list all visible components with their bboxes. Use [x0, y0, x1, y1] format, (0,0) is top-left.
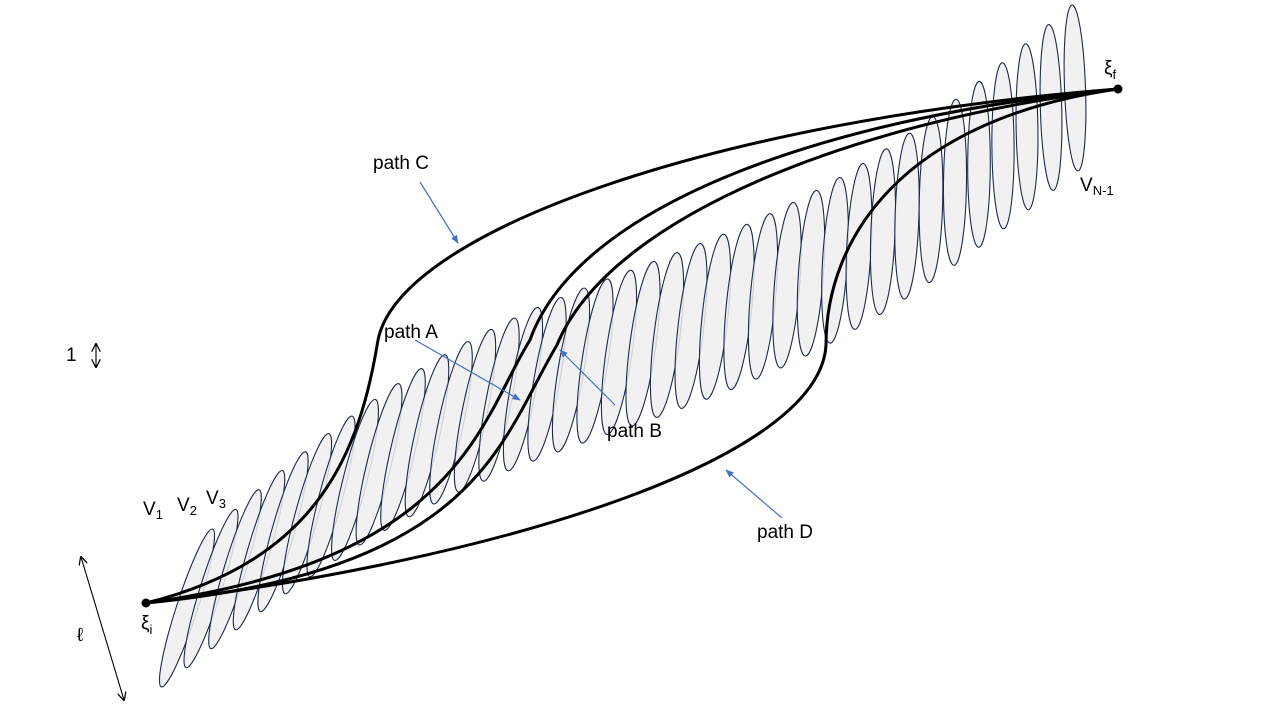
- volume-ellipse: [918, 116, 944, 284]
- start-point: [141, 598, 151, 608]
- v1-label: V1: [143, 499, 163, 522]
- volume-ellipse: [1015, 43, 1039, 211]
- path-b-label: path B: [607, 421, 662, 442]
- path-a-curve: [144, 87, 1120, 605]
- ell-label: ℓ: [77, 625, 83, 646]
- volume-ellipse: [942, 98, 968, 266]
- volume-ellipse: [991, 62, 1015, 230]
- xi-i-label: ξi: [141, 613, 153, 637]
- path-d-label: path D: [757, 522, 813, 543]
- v2-label: V2: [177, 495, 197, 518]
- path-c-label: path C: [373, 153, 429, 174]
- v3-label: V3: [206, 488, 226, 511]
- volume-ellipse: [1039, 23, 1063, 192]
- path-a-label: path A: [384, 322, 438, 343]
- xi-f-label: ξf: [1104, 58, 1117, 82]
- path-d-curve: [144, 87, 1120, 605]
- path-b-curve: [144, 87, 1120, 605]
- volume-ellipse: [869, 148, 897, 316]
- path-c-pointer: [419, 181, 459, 244]
- path-a-pointer: [414, 339, 521, 401]
- vn1-label: VN-1: [1080, 175, 1114, 198]
- volume-ellipse: [967, 80, 991, 248]
- path-d-pointer: [725, 469, 783, 519]
- volume-ellipse: [894, 132, 920, 300]
- path-c-curve: [144, 87, 1120, 605]
- end-point: [1113, 84, 1123, 94]
- scale-one-label: 1: [66, 345, 77, 366]
- volume-ellipse: [1063, 4, 1087, 172]
- path-b-pointer: [559, 349, 616, 406]
- length-arrow-icon: [81, 557, 124, 700]
